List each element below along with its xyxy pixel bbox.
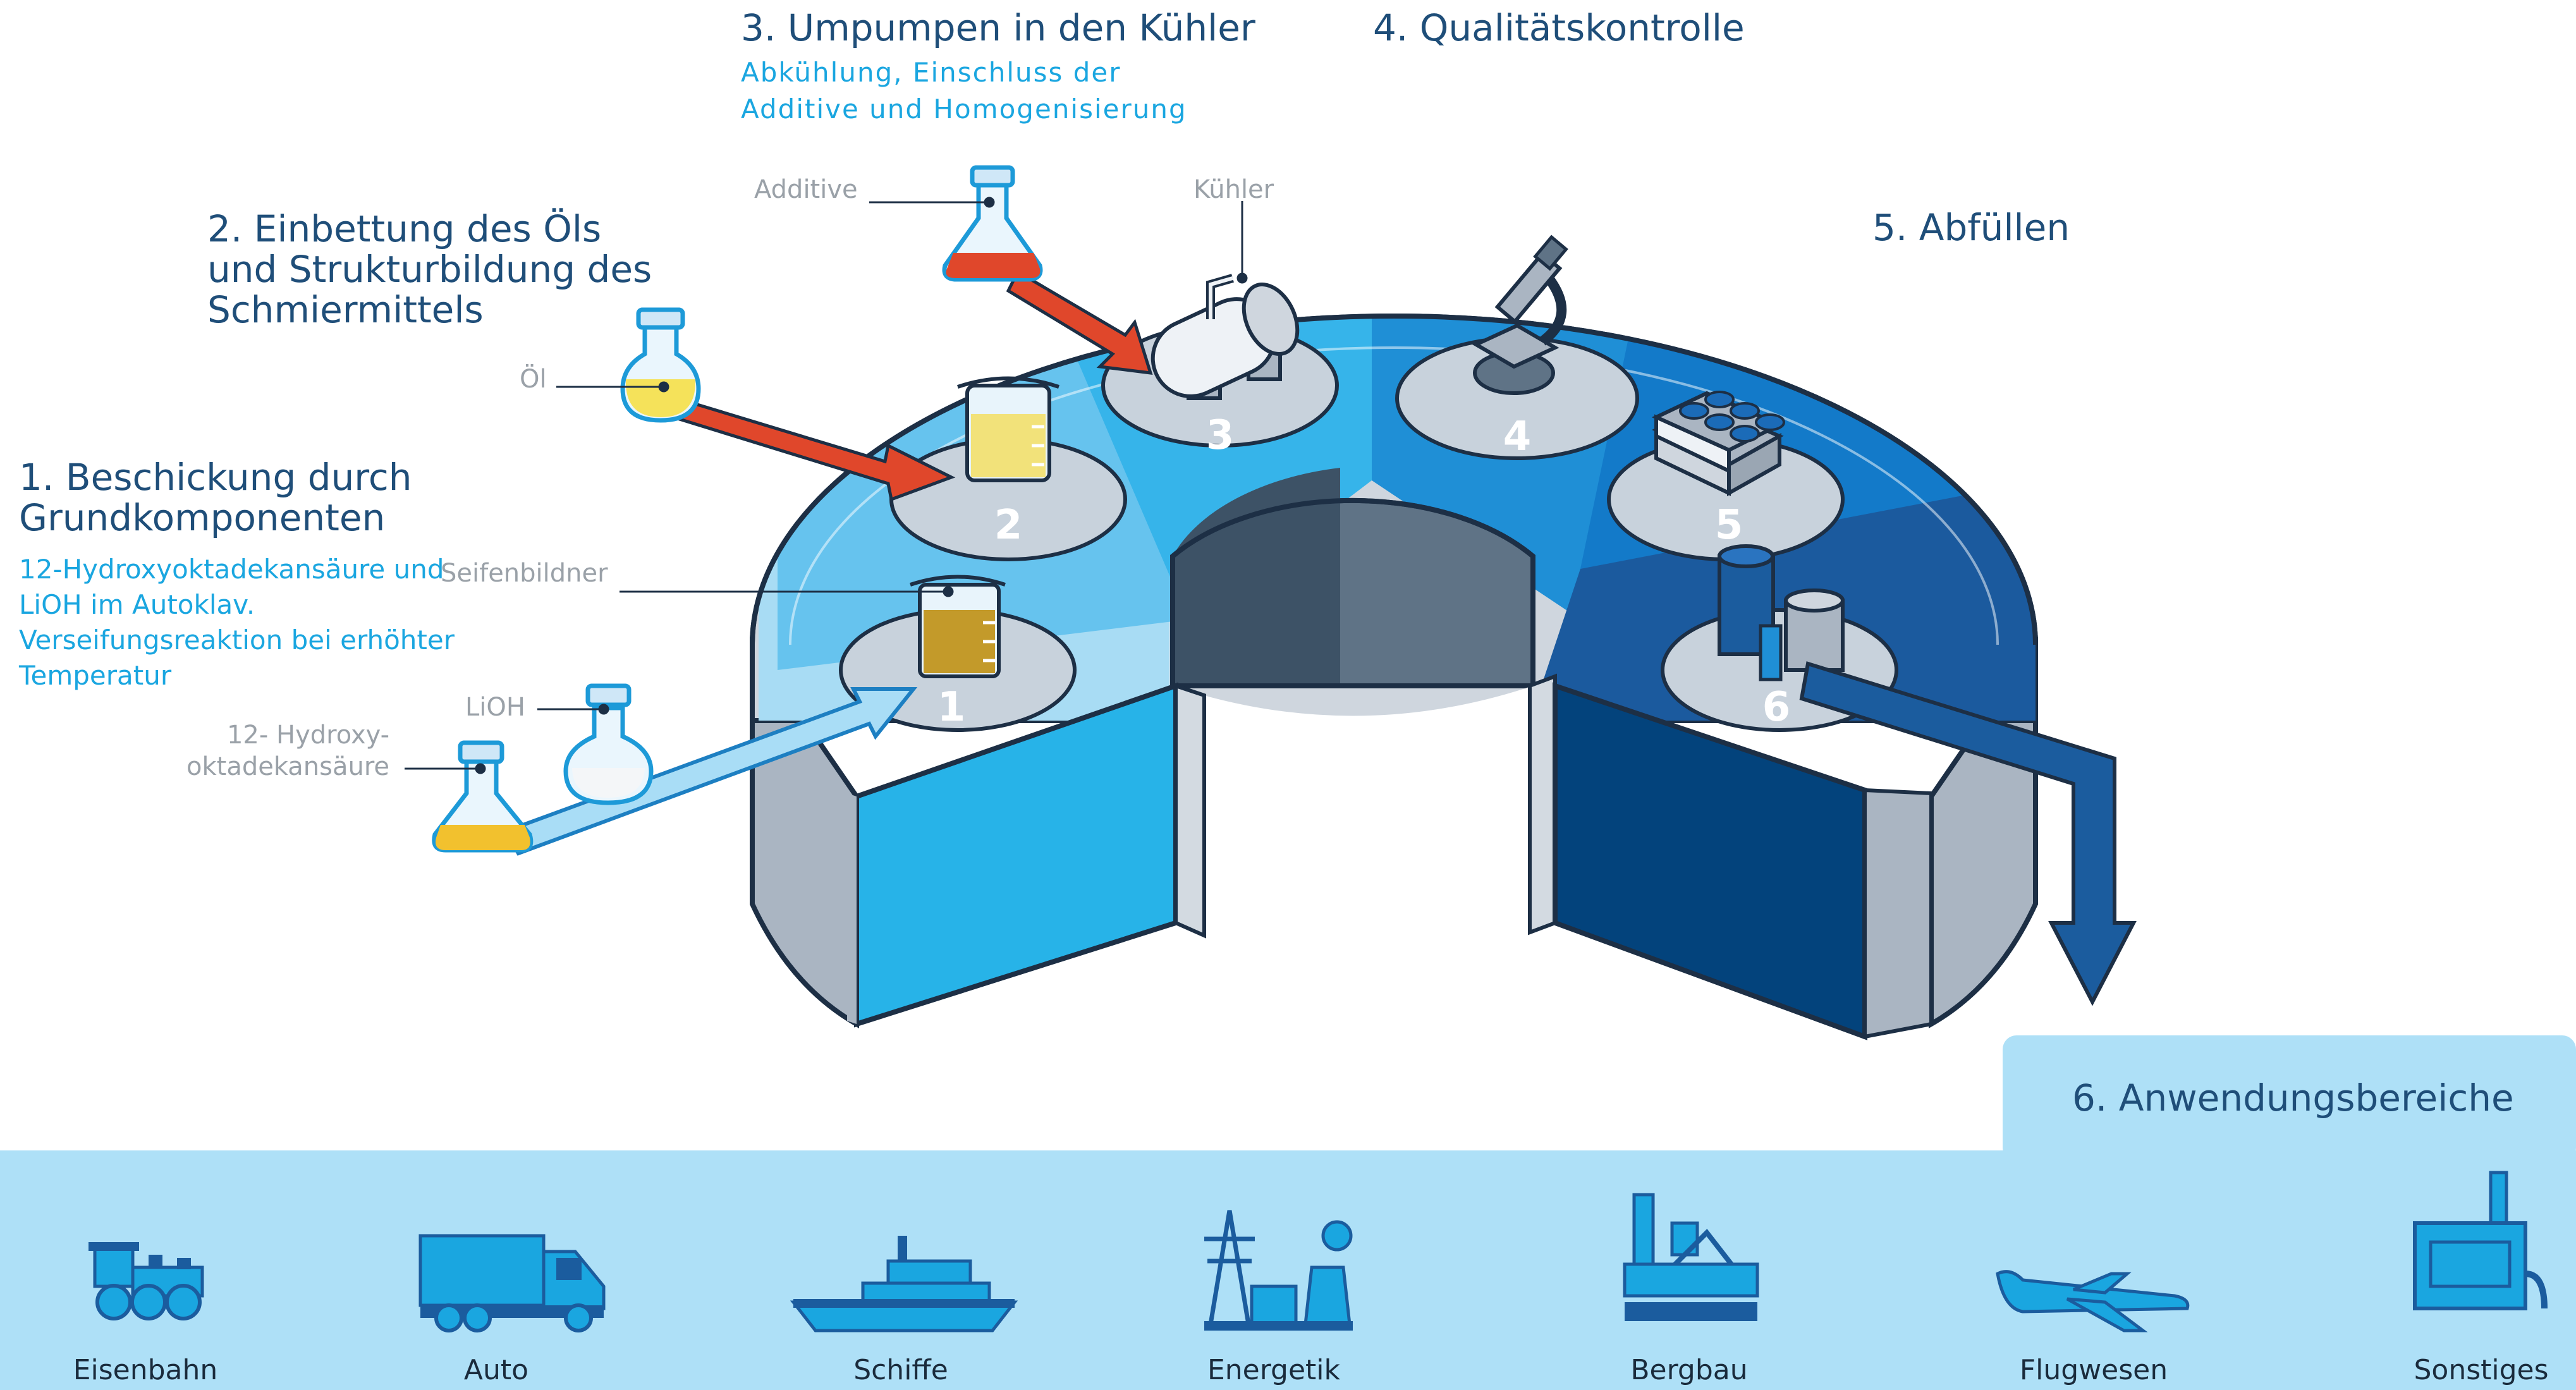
flask-icon-oil xyxy=(620,307,701,423)
ring-cut-faces xyxy=(847,673,1933,1040)
tag-kuehler: Kühler xyxy=(1193,175,1274,204)
arrow-red-additive xyxy=(1006,269,1153,375)
train-icon xyxy=(89,1242,204,1320)
airplane-icon xyxy=(1996,1270,2190,1332)
app-label-auto: Auto xyxy=(463,1354,529,1386)
app-label-sonstiges: Sonstiges xyxy=(2414,1354,2549,1386)
tag-lioh: LiOH xyxy=(465,693,525,722)
cooler-icon xyxy=(1151,274,1300,400)
station-number: 1 xyxy=(937,684,966,731)
factory-icon xyxy=(2413,1171,2548,1310)
flask-icon-additive xyxy=(942,165,1043,282)
arrow-dark-blue xyxy=(1799,661,2137,1006)
station-number: 5 xyxy=(1715,502,1743,549)
ring-inner-hole xyxy=(1170,468,1535,948)
tag-hydroxy: 12- Hydroxy-oktadekansäure xyxy=(186,721,390,781)
beaker-icon xyxy=(910,575,1006,678)
station-number: 6 xyxy=(1762,684,1791,731)
box-icon xyxy=(1651,391,1785,497)
beaker-icon xyxy=(957,376,1059,482)
arrow-light-blue xyxy=(503,687,918,856)
leader-lines xyxy=(405,197,1248,774)
station-numbers: 1 2 3 4 5 6 xyxy=(937,412,1791,731)
app-label-bergbau: Bergbau xyxy=(1630,1354,1748,1386)
station-number: 2 xyxy=(994,502,1023,549)
app-label-flugwesen: Flugwesen xyxy=(2019,1354,2168,1386)
step-4-title: 4. Qualitätskontrolle xyxy=(1373,6,1745,49)
tag-oel: Öl xyxy=(520,365,547,394)
arrow-red-oil xyxy=(671,396,956,502)
app-label-energetik: Energetik xyxy=(1207,1354,1341,1386)
ship-icon xyxy=(790,1236,1018,1332)
mine-icon xyxy=(1623,1193,1759,1321)
step-5-title: 5. Abfüllen xyxy=(1872,206,2070,249)
microscope-icon xyxy=(1472,235,1568,395)
app-label-schiffe: Schiffe xyxy=(853,1354,948,1386)
flask-icon-lioh xyxy=(563,683,654,805)
step-3-title: 3. Umpumpen in den Kühler xyxy=(741,6,1255,49)
station-number: 3 xyxy=(1206,412,1235,459)
app-label-eisenbahn: Eisenbahn xyxy=(73,1354,218,1386)
power-plant-icon xyxy=(1204,1210,1353,1331)
flask-icon-hydroxy xyxy=(432,740,534,853)
tag-additive: Additive xyxy=(754,175,858,204)
barrel-icon xyxy=(1718,544,1845,681)
station-number: 4 xyxy=(1503,413,1532,460)
tag-seifenbildner: Seifenbildner xyxy=(441,559,608,588)
step-6-title: 6. Anwendungsbereiche xyxy=(2072,1076,2514,1119)
truck-icon xyxy=(418,1234,606,1332)
